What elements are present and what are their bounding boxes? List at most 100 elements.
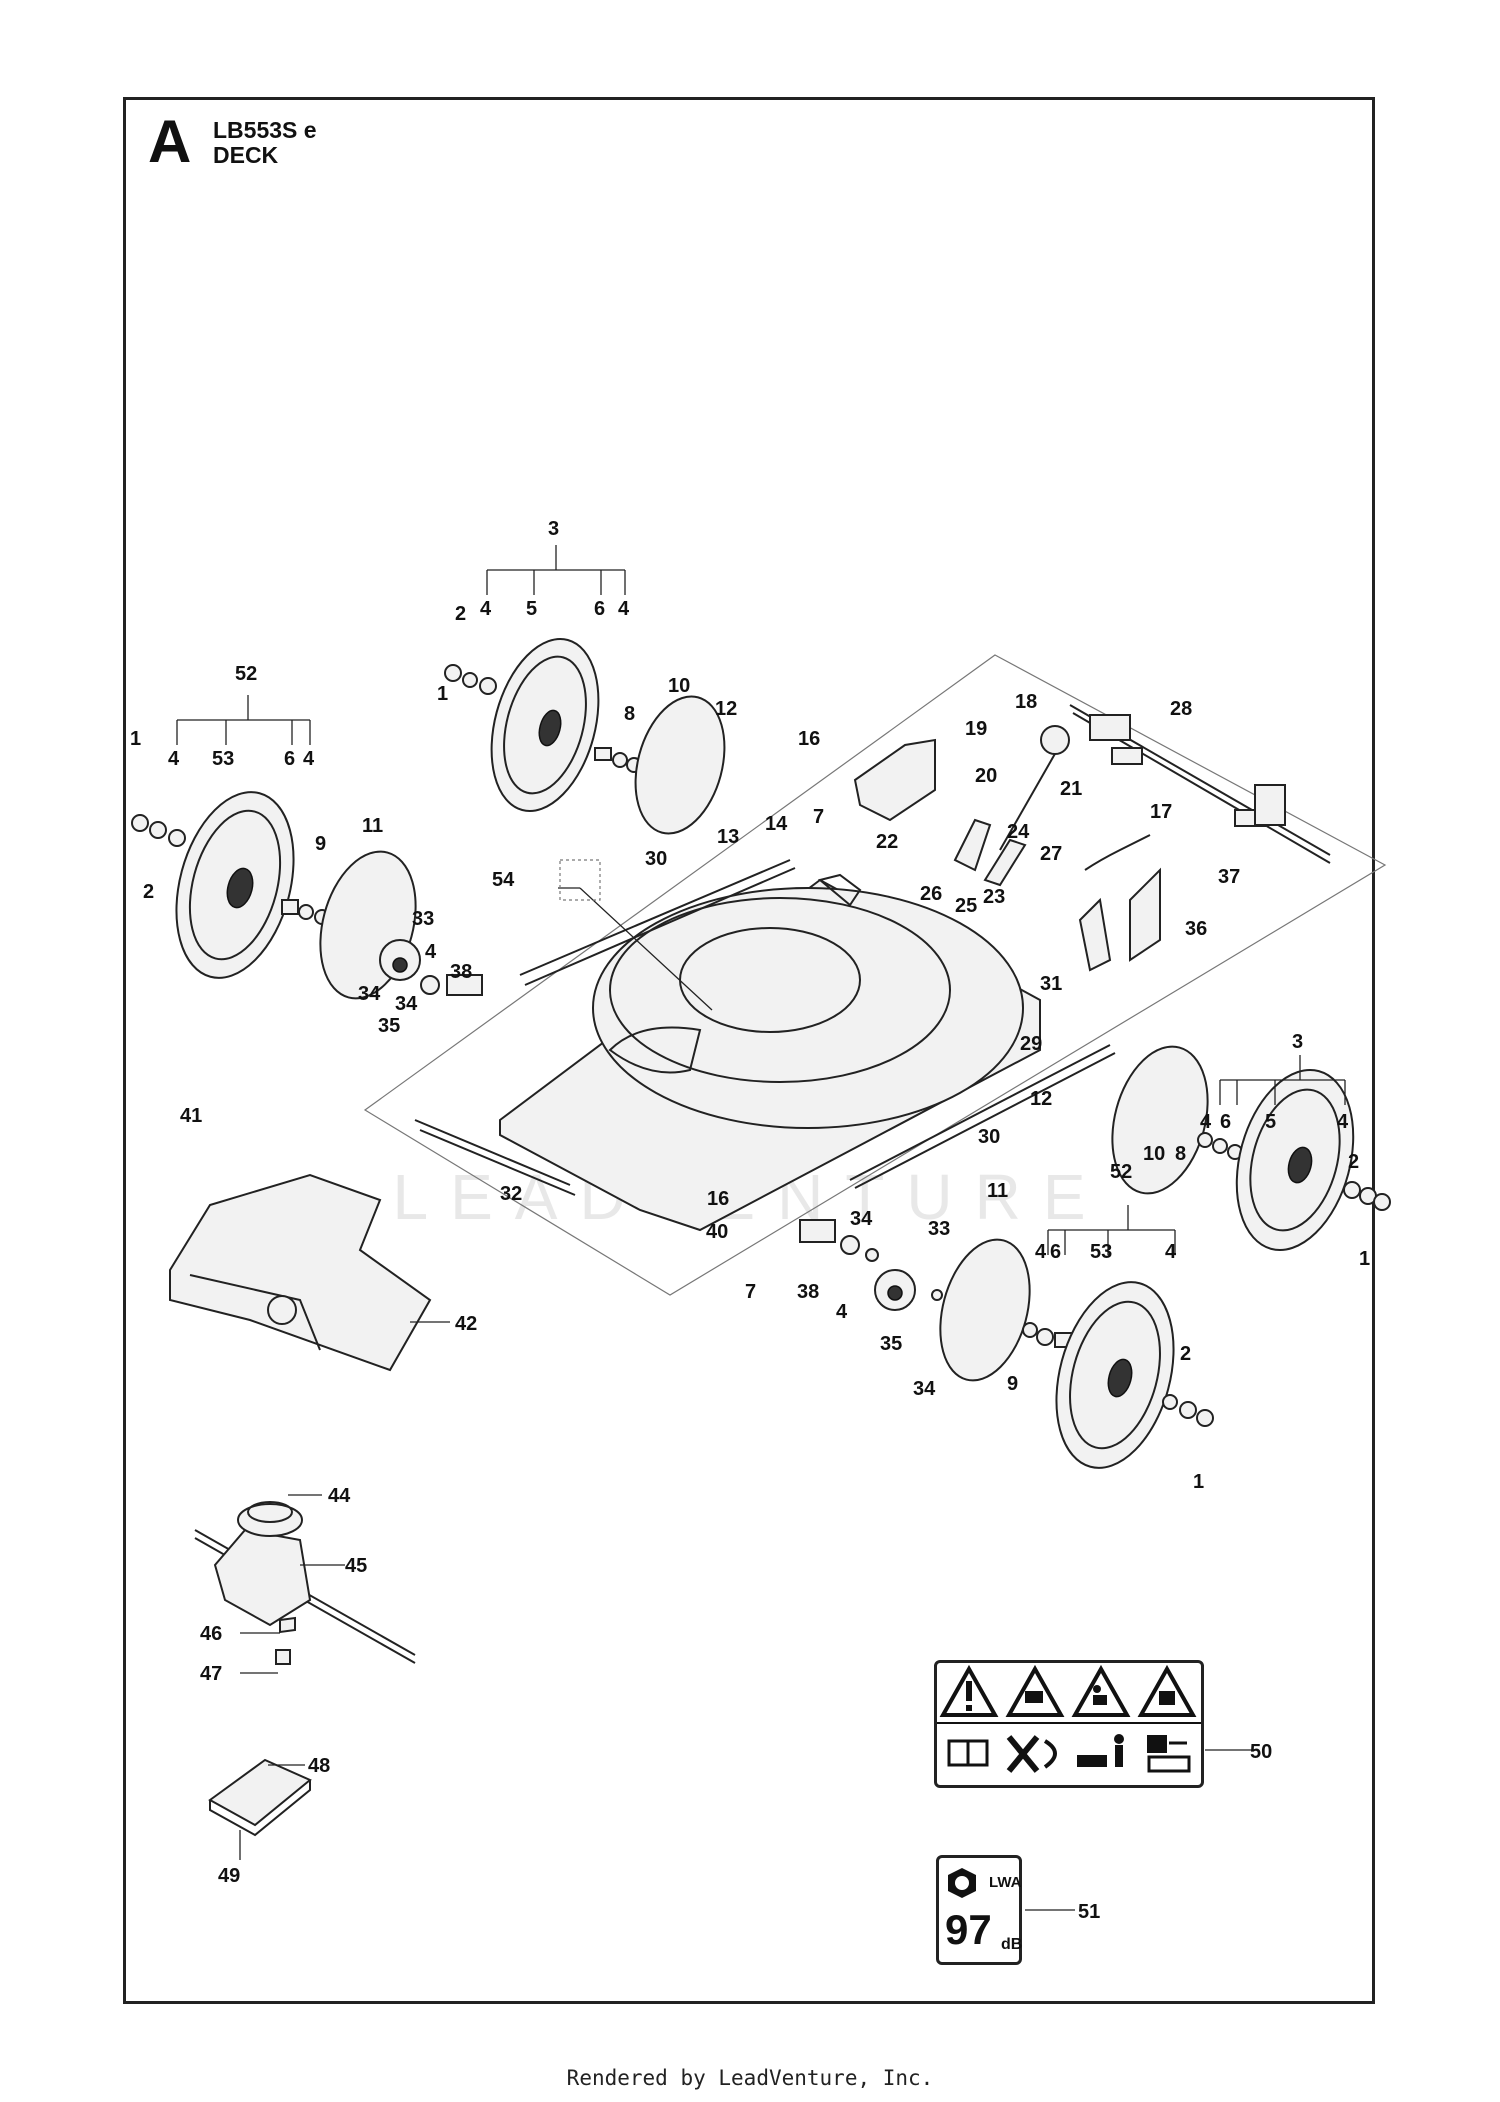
callout-12: 12 (715, 698, 737, 720)
callout-3: 3 (548, 518, 559, 540)
callout-28: 28 (1170, 698, 1192, 720)
callout-30: 30 (645, 848, 667, 870)
callout-labels: 3 2 4 5 6 4 1 8 10 12 52 1 4 53 6 4 2 9 … (130, 518, 1370, 1923)
callout-12: 12 (1030, 1088, 1052, 1110)
callout-53: 53 (212, 748, 234, 770)
callout-16: 16 (707, 1188, 729, 1210)
no-bystanders-icon (1006, 1735, 1057, 1773)
callout-5: 5 (526, 598, 537, 620)
callout-19: 19 (965, 718, 987, 740)
callout-22: 22 (876, 831, 898, 853)
callout-34: 34 (913, 1378, 936, 1400)
callout-34: 34 (395, 993, 418, 1015)
callout-9: 9 (1007, 1373, 1018, 1395)
callout-6: 6 (284, 748, 295, 770)
callout-21: 21 (1060, 778, 1082, 800)
callout-1: 1 (1359, 1248, 1370, 1270)
callout-40: 40 (706, 1221, 728, 1243)
callout-4: 4 (303, 748, 315, 770)
callout-31: 31 (1040, 973, 1062, 995)
callout-16: 16 (798, 728, 820, 750)
callout-35: 35 (378, 1015, 400, 1037)
callout-18: 18 (1015, 691, 1037, 713)
sound-level-unit: dB (1001, 1936, 1023, 1953)
callout-38: 38 (450, 961, 472, 983)
leader-lines (176, 545, 1346, 1911)
callout-34: 34 (358, 983, 381, 1005)
callout-36: 36 (1185, 918, 1207, 940)
callout-4: 4 (168, 748, 180, 770)
callout-23: 23 (983, 886, 1005, 908)
callout-10: 10 (668, 675, 690, 697)
callout-34: 34 (850, 1208, 873, 1230)
callout-32: 32 (500, 1183, 522, 1205)
deck-body (499, 873, 1041, 1232)
cover-plate (208, 1758, 312, 1837)
callout-52: 52 (235, 663, 257, 685)
keep-distance-icon (1077, 1734, 1124, 1767)
thrown-object-icon (1071, 1664, 1131, 1717)
callout-52: 52 (1110, 1161, 1132, 1183)
callout-33: 33 (412, 908, 434, 930)
sound-level-label: LWA (989, 1874, 1022, 1891)
callout-41: 41 (180, 1105, 202, 1127)
footer-credit: Rendered by LeadVenture, Inc. (566, 2066, 934, 2090)
callout-9: 9 (315, 833, 326, 855)
callout-3: 3 (1292, 1031, 1303, 1053)
callout-2: 2 (1348, 1151, 1359, 1173)
hand-hazard-icon (1005, 1664, 1065, 1717)
callout-2: 2 (455, 603, 466, 625)
callout-4: 4 (425, 941, 437, 963)
callout-4: 4 (1165, 1241, 1177, 1263)
callout-37: 37 (1218, 866, 1240, 888)
callout-6: 6 (594, 598, 605, 620)
callout-11: 11 (987, 1180, 1008, 1202)
callout-48: 48 (308, 1755, 330, 1777)
callout-7: 7 (745, 1281, 756, 1303)
callout-45: 45 (345, 1555, 367, 1577)
callout-26: 26 (920, 883, 942, 905)
callout-50: 50 (1250, 1741, 1272, 1763)
callout-2: 2 (1180, 1343, 1191, 1365)
diagram-frame (123, 97, 1375, 2004)
callout-4: 4 (480, 598, 492, 620)
callout-47: 47 (200, 1663, 222, 1685)
callout-11: 11 (362, 815, 383, 837)
rear-cover (169, 1173, 432, 1372)
warning-triangle-icon (939, 1664, 999, 1717)
callout-4: 4 (618, 598, 630, 620)
callout-17: 17 (1150, 801, 1172, 823)
callout-46: 46 (200, 1623, 222, 1645)
callout-10: 10 (1143, 1143, 1165, 1165)
sound-level-decal: LWA 97 dB (936, 1855, 1022, 1965)
callout-4: 4 (1200, 1111, 1212, 1133)
wheel-front-right (799, 1219, 1214, 1469)
safety-decal-icons (937, 1664, 1201, 1773)
callout-24: 24 (1007, 821, 1030, 843)
callout-6: 6 (1220, 1111, 1231, 1133)
callout-1: 1 (437, 683, 448, 705)
callout-14: 14 (765, 813, 788, 835)
sound-level-value: 97 (945, 1906, 992, 1953)
callout-5: 5 (1265, 1111, 1276, 1133)
callout-20: 20 (975, 765, 997, 787)
model-number: LB553S e (213, 117, 317, 143)
wheel-front-left (131, 791, 483, 1000)
foot-hazard-icon (1137, 1664, 1197, 1717)
disconnect-icon (1147, 1735, 1191, 1773)
callout-4: 4 (1035, 1241, 1047, 1263)
callout-8: 8 (624, 703, 635, 725)
callout-44: 44 (328, 1485, 351, 1507)
callout-27: 27 (1040, 843, 1062, 865)
callout-53: 53 (1090, 1241, 1112, 1263)
wheel-rear-right (1111, 1045, 1391, 1251)
callout-54: 54 (492, 869, 515, 891)
callout-49: 49 (218, 1865, 240, 1887)
callout-1: 1 (1193, 1471, 1204, 1493)
height-adjust-mechanism (853, 714, 1286, 972)
page-letter: A (148, 108, 192, 175)
sound-emission-icon (948, 1868, 976, 1898)
callout-4: 4 (1337, 1111, 1349, 1133)
wheel-rear-left (444, 638, 726, 835)
